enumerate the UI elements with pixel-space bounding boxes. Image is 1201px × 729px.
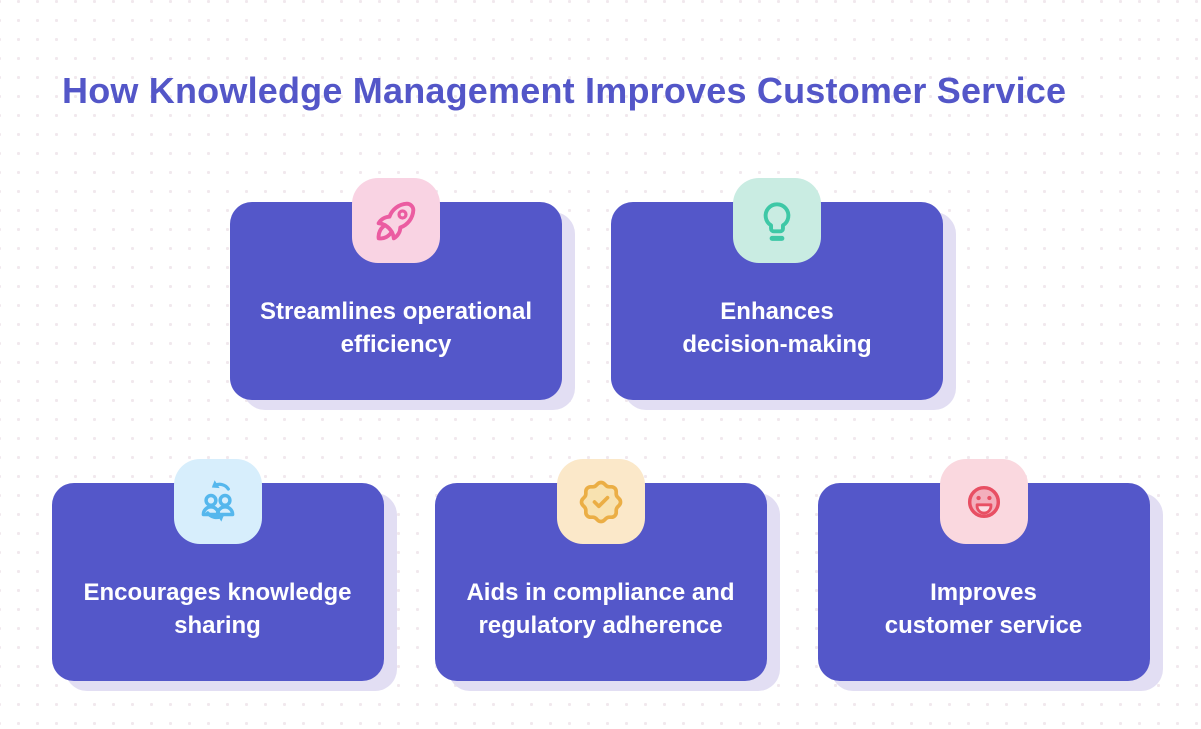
page-title: How Knowledge Management Improves Custom…	[62, 70, 1067, 111]
people-sync-icon-badge	[173, 459, 262, 544]
seal-check-icon	[579, 480, 622, 523]
card-label: Enhances decision-making	[682, 298, 872, 358]
card-row-bottom: Encourages knowledge sharing Aids in com…	[0, 459, 1201, 681]
card-encourages-knowledge-sharing: Encourages knowledge sharing	[51, 459, 384, 681]
smiley-icon	[967, 485, 1000, 518]
people-sync-icon	[201, 479, 234, 522]
card-row-top: Streamlines operational efficiency Enhan…	[0, 178, 1187, 400]
seal-check-icon-badge	[556, 459, 645, 544]
card-label: Improves customer service	[884, 579, 1083, 639]
smiley-icon-badge	[939, 459, 1028, 544]
rocket-icon	[376, 201, 416, 240]
lightbulb-icon-badge	[733, 178, 821, 263]
card-label: Aids in compliance and regulatory adhere…	[466, 579, 735, 639]
card-improves-customer-service: Improves customer service	[817, 459, 1150, 681]
lightbulb-icon	[763, 201, 791, 241]
rocket-icon-badge	[352, 178, 440, 263]
card-aids-in-compliance: Aids in compliance and regulatory adhere…	[434, 459, 767, 681]
card-label: Encourages knowledge sharing	[83, 579, 352, 639]
card-enhances-decision-making: Enhances decision-making	[611, 178, 943, 400]
card-streamlines-operational-efficiency: Streamlines operational efficiency	[230, 178, 562, 400]
card-label: Streamlines operational efficiency	[259, 298, 533, 358]
